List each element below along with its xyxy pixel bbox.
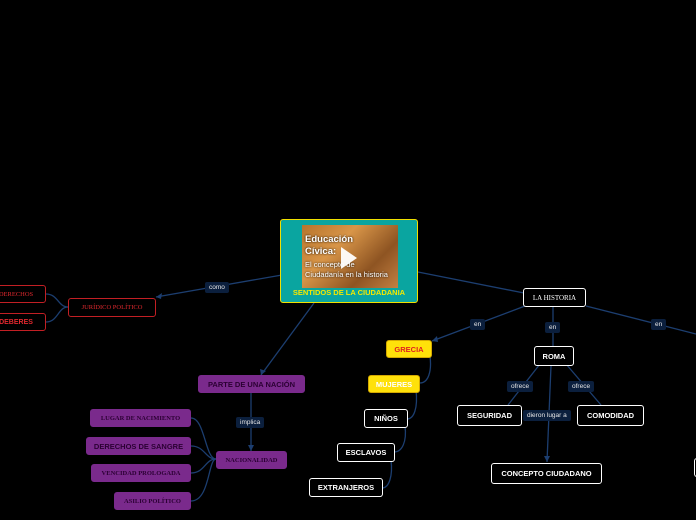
node-mujeres[interactable]: MUJERES — [368, 375, 420, 393]
node-derechos[interactable]: DERECHOS — [0, 285, 46, 303]
video-title-line: El concepto de — [305, 260, 355, 269]
node-deberes[interactable]: DEBERES — [0, 313, 46, 331]
link-label-ofrece: ofrece — [507, 381, 534, 392]
node-concepto-ciudadano[interactable]: CONCEPTO CIUDADANO — [491, 463, 602, 484]
node-derechos-de-sangre[interactable]: DERECHOS DE SANGRE — [86, 437, 191, 455]
video-title-line: Ciudadanía en la historia — [305, 270, 388, 279]
node-parte-de-una-nacion[interactable]: PARTE DE UNA NACIÓN — [198, 375, 305, 393]
play-icon[interactable] — [341, 247, 357, 269]
link-label-en: en — [651, 319, 667, 330]
link-label-como: como — [205, 282, 229, 293]
link-label-en: en — [545, 322, 561, 333]
video-title-line: Cívica: — [305, 246, 337, 257]
node-extranjeros[interactable]: EXTRANJEROS — [309, 478, 383, 497]
node-grecia[interactable]: GRECIA — [386, 340, 432, 358]
central-topic[interactable]: Educación Cívica: El concepto de Ciudada… — [280, 219, 418, 303]
central-topic-title: SENTIDOS DE LA CIUDADANIA — [292, 288, 406, 297]
node-roma[interactable]: ROMA — [534, 346, 574, 366]
node-asilio-politico[interactable]: ASILIO POLÍTICO — [114, 492, 191, 510]
node-comodidad[interactable]: COMODIDAD — [577, 405, 644, 426]
link-label-en: en — [470, 319, 486, 330]
video-thumbnail[interactable]: Educación Cívica: El concepto de Ciudada… — [302, 225, 398, 288]
link-label-implica: implica — [236, 417, 265, 428]
node-la-historia[interactable]: LA HISTORIA — [523, 288, 586, 307]
node-nacionalidad[interactable]: NACIONALIDAD — [216, 451, 287, 469]
node-seguridad[interactable]: SEGURIDAD — [457, 405, 522, 426]
node-esclavos[interactable]: ESCLAVOS — [337, 443, 395, 462]
node-vencidad-prologada[interactable]: VENCIDAD PROLOGADA — [91, 464, 191, 482]
link-label-ofrece: ofrece — [568, 381, 595, 392]
link-label-dieron-lugar-a: dieron lugar a — [523, 410, 571, 421]
node-ninos[interactable]: NIÑOS — [364, 409, 408, 428]
node-lugar-de-nacimiento[interactable]: LUGAR DE NACIMIENTO — [90, 409, 191, 427]
video-title-line: Educación — [305, 234, 354, 245]
offscreen-node-edge[interactable] — [694, 458, 696, 477]
node-juridico-politico[interactable]: JURÍDICO POLÍTICO — [68, 298, 156, 317]
